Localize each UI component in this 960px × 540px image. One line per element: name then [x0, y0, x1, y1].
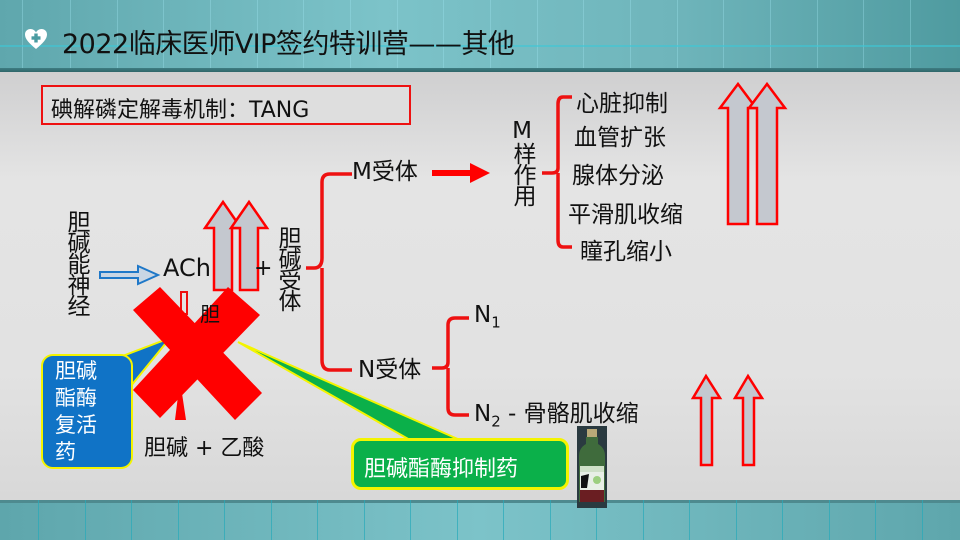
m-effects-bracket — [542, 95, 572, 249]
pesticide-bottle-image — [577, 426, 607, 508]
plus-sign: + — [254, 256, 273, 281]
mechanism-box: 碘解磷定解毒机制：TANG — [41, 85, 411, 125]
inhibitor-callout-text: 胆碱酯酶抑制药 — [364, 457, 519, 482]
title-bar — [0, 0, 960, 72]
products-label: 胆碱 + 乙酸 — [144, 436, 265, 461]
receptor-bracket — [306, 172, 352, 372]
red-x-icon — [133, 287, 262, 420]
n1-subscript: 1 — [491, 313, 501, 332]
n2-increase-arrows-icon — [690, 373, 765, 467]
m-effect-item: 平滑肌收缩 — [568, 202, 683, 228]
ach-increase-arrows-icon — [202, 199, 270, 292]
m-effect-arrow-icon — [432, 163, 490, 183]
ach-label: ACh — [163, 254, 211, 282]
n1-label: N1 — [474, 302, 501, 332]
m-effect-item: 心脏抑制 — [576, 91, 668, 117]
n-receptor-bracket — [432, 316, 469, 417]
n2-subscript: 2 — [491, 412, 501, 431]
n-receptor-label: N受体 — [358, 357, 422, 383]
inhibitor-callout: 胆碱酯酶抑制药 — [351, 438, 569, 490]
heart-plus-icon — [25, 29, 47, 49]
mechanism-label: 碘解磷定解毒机制：TANG — [51, 98, 310, 123]
reactivator-callout: 胆碱酯酶复活药 — [41, 354, 133, 469]
n2-main: N — [474, 401, 492, 427]
release-arrow-icon — [99, 264, 161, 286]
slide-title: 2022临床医师VIP签约特训营——其他 — [62, 29, 515, 60]
n2-effect: - 骨骼肌收缩 — [500, 401, 639, 427]
m-receptor-label: M受体 — [352, 159, 418, 185]
cholinergic-receptor-label: 胆碱受体 — [274, 226, 300, 310]
footer-band — [0, 500, 960, 540]
hidden-enzyme-text: 胆 — [200, 302, 220, 326]
m-effects-increase-arrows-icon — [717, 81, 788, 226]
slide-content-area — [0, 72, 960, 500]
m-effect-item: 血管扩张 — [574, 125, 666, 151]
n1-main: N — [474, 302, 492, 328]
cholinergic-nerve-label: 胆碱能神经 — [63, 210, 89, 315]
reactivator-callout-text: 胆碱酯酶复活药 — [55, 359, 97, 464]
m-effect-item: 腺体分泌 — [572, 163, 664, 189]
m-like-effect-label: M样作用 — [509, 118, 535, 205]
m-effect-item: 瞳孔缩小 — [580, 239, 672, 265]
n2-label: N2 - 骨骼肌收缩 — [474, 394, 639, 431]
inhibitor-callout-pointer — [237, 341, 461, 441]
